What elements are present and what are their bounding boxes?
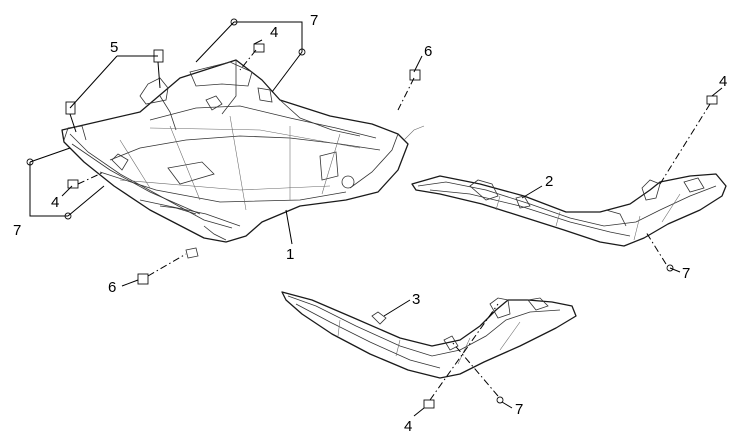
callout-part-4-left: 4 [51,194,59,211]
callout-part-7-bottom: 7 [515,401,523,418]
rivet-4-left [67,179,79,189]
part-2-side-rail [411,173,727,247]
callout-part-3: 3 [412,291,420,308]
callout-part-4-top: 4 [270,24,278,41]
screw-7-bottom [496,396,504,404]
callout-part-6-top: 6 [424,43,432,60]
part-1-under-cover [61,59,425,259]
callout-part-2: 2 [545,173,553,190]
pin-6-top [409,69,421,81]
callout-part-7-left: 7 [13,222,21,239]
callout-part-7-top: 7 [310,12,318,29]
callout-part-4-right: 4 [719,73,727,90]
rivet-4-right [706,95,718,105]
rivet-4-bottom [423,399,435,409]
pin-6-bottom [137,273,149,285]
leader-lines [29,21,723,417]
callout-part-1: 1 [286,246,294,263]
rivet-4-top [253,43,265,53]
callout-part-5: 5 [110,39,118,56]
callout-part-6-bottom: 6 [108,279,116,296]
part-3-side-rail [281,291,577,379]
callout-part-7-right: 7 [682,265,690,282]
callout-part-4-bottom: 4 [404,418,412,435]
